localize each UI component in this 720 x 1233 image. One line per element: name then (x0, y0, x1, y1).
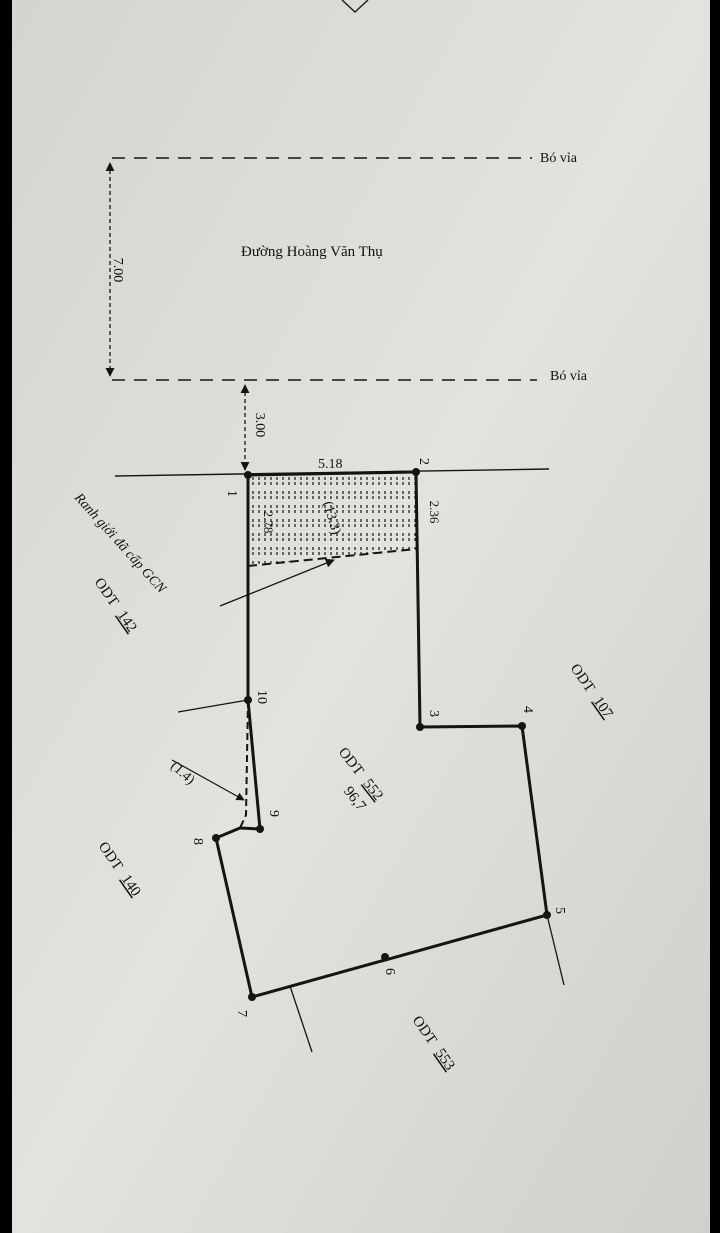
hatched-strip-area (248, 472, 416, 566)
curb-label-bottom: Bó vỉa (550, 369, 588, 384)
vertex-label: 10 (254, 690, 269, 704)
small-area-leader (171, 759, 245, 801)
corner-mark (341, 0, 369, 14)
road-width-label: 7.00 (110, 258, 125, 283)
vertex-point (412, 468, 420, 476)
vertex-point (416, 723, 424, 731)
vertex-label: 8 (190, 838, 205, 845)
sliver-dashed-boundary (239, 699, 249, 829)
neighbor-boundary-tick-6 (289, 985, 313, 1053)
strip-top-dimension: 5.18 (318, 457, 343, 472)
street-name: Đường Hoàng Văn Thụ (241, 244, 383, 260)
vertex-label: 9 (266, 810, 281, 817)
vertex-label: 4 (520, 706, 535, 713)
boundary-note-leader (219, 558, 335, 607)
vertex-points (212, 468, 551, 1001)
vertex-point (244, 471, 252, 479)
vertex-point (381, 953, 389, 961)
vertex-point (248, 993, 256, 1001)
strip-dashed-boundary (247, 548, 417, 567)
cadastral-map: Bó vỉa Bó vỉa Đường Hoàng Văn Thụ 7.00 3… (12, 0, 710, 1233)
vertex-label: 5 (552, 907, 567, 914)
vertex-label: 2 (416, 458, 431, 465)
curb-label-top: Bó vỉa (540, 151, 578, 166)
vertex-point (543, 911, 551, 919)
setback-label: 3.00 (252, 413, 267, 438)
neighbor-boundary-tick-10 (177, 699, 249, 713)
vertex-point (244, 696, 252, 704)
strip-left-dimension: 2.78 (261, 511, 276, 534)
vertex-label: 1 (224, 490, 239, 497)
paper-background (12, 0, 710, 1233)
neighbor-boundary-tick-5 (546, 914, 565, 986)
survey-sheet: Bó vỉa Bó vỉa Đường Hoàng Văn Thụ 7.00 3… (12, 0, 710, 1233)
strip-right-dimension: 2.36 (427, 501, 442, 524)
vertex-point (518, 722, 526, 730)
vertex-label: 3 (426, 710, 441, 717)
vertex-label: 7 (234, 1010, 249, 1017)
vertex-point (212, 834, 220, 842)
vertex-point (256, 825, 264, 833)
vertex-label: 6 (382, 968, 397, 975)
